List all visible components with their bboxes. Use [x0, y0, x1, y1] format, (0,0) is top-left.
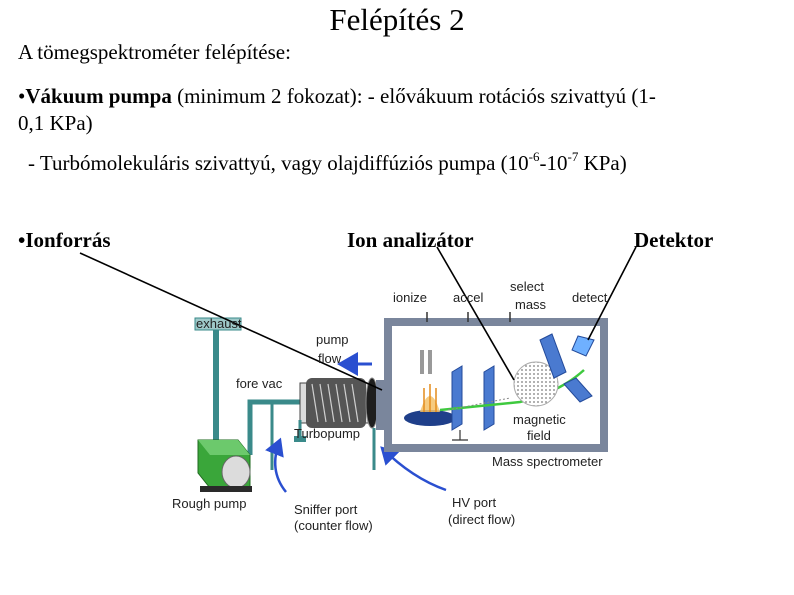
- vacuum-pump-term: Vákuum pumpa: [25, 84, 172, 108]
- turbopump-label: Turbopump: [294, 426, 360, 441]
- mass-spectrometer-chamber: [376, 318, 608, 452]
- pointer-lines: [79, 246, 637, 391]
- subtitle: A tömegspektrométer felépítése:: [18, 40, 291, 64]
- vacuum-line-3-pre: - Turbómolekuláris szivattyú, vagy olajd…: [28, 151, 529, 175]
- direct-flow-label: (direct flow): [448, 512, 515, 527]
- select-label: select: [510, 279, 544, 294]
- rough-pump: [197, 439, 252, 492]
- vacuum-line-3-mid: -10: [539, 151, 568, 175]
- mass-spectrometer-label: Mass spectrometer: [492, 454, 603, 469]
- field-label: field: [527, 428, 551, 443]
- vacuum-line-3-post: KPa): [578, 151, 627, 175]
- exponent-1: -6: [528, 149, 540, 164]
- sniffer-port: [265, 420, 306, 493]
- accel-plates: [451, 365, 495, 441]
- fore-vac-label: fore vac: [236, 376, 283, 391]
- rough-pump-label: Rough pump: [172, 496, 246, 511]
- page-title: Felépítés 2: [329, 2, 465, 37]
- vacuum-line-1: •Vákuum pumpa (minimum 2 fokozat): - elő…: [18, 84, 656, 109]
- magnetic-field: [513, 361, 559, 407]
- counter-flow-label: (counter flow): [294, 518, 373, 533]
- vacuum-line-3: - Turbómolekuláris szivattyú, vagy olajd…: [28, 149, 627, 176]
- vacuum-line-2: 0,1 KPa): [18, 111, 93, 135]
- magnetic-label: magnetic: [513, 412, 566, 427]
- exhaust-label: exhaust: [196, 316, 242, 331]
- vacuum-line-1-rest: (minimum 2 fokozat): - elővákuum rotáció…: [171, 84, 656, 108]
- hv-port: [372, 428, 447, 492]
- mass-label: mass: [515, 297, 547, 312]
- exhaust-pipe: [194, 317, 242, 445]
- pump-label: pump: [316, 332, 349, 347]
- sniffer-port-label: Sniffer port: [294, 502, 358, 517]
- accel-label: accel: [453, 290, 483, 305]
- stage-ticks: [426, 312, 511, 322]
- label-ion-source: •Ionforrás: [18, 228, 111, 252]
- detect-label: detect: [572, 290, 608, 305]
- ionize-label: ionize: [393, 290, 427, 305]
- hv-port-label: HV port: [452, 495, 496, 510]
- bullet: •: [18, 84, 26, 108]
- fore-vac-pipe: [247, 399, 300, 470]
- detector-plates: [539, 333, 595, 403]
- label-detector: Detektor: [634, 228, 714, 252]
- turbopump: [299, 377, 379, 429]
- exponent-2: -7: [567, 149, 579, 164]
- label-ion-analyzer: Ion analizátor: [347, 228, 474, 252]
- ion-source-filament: [404, 350, 456, 426]
- flow-label: flow: [318, 351, 342, 366]
